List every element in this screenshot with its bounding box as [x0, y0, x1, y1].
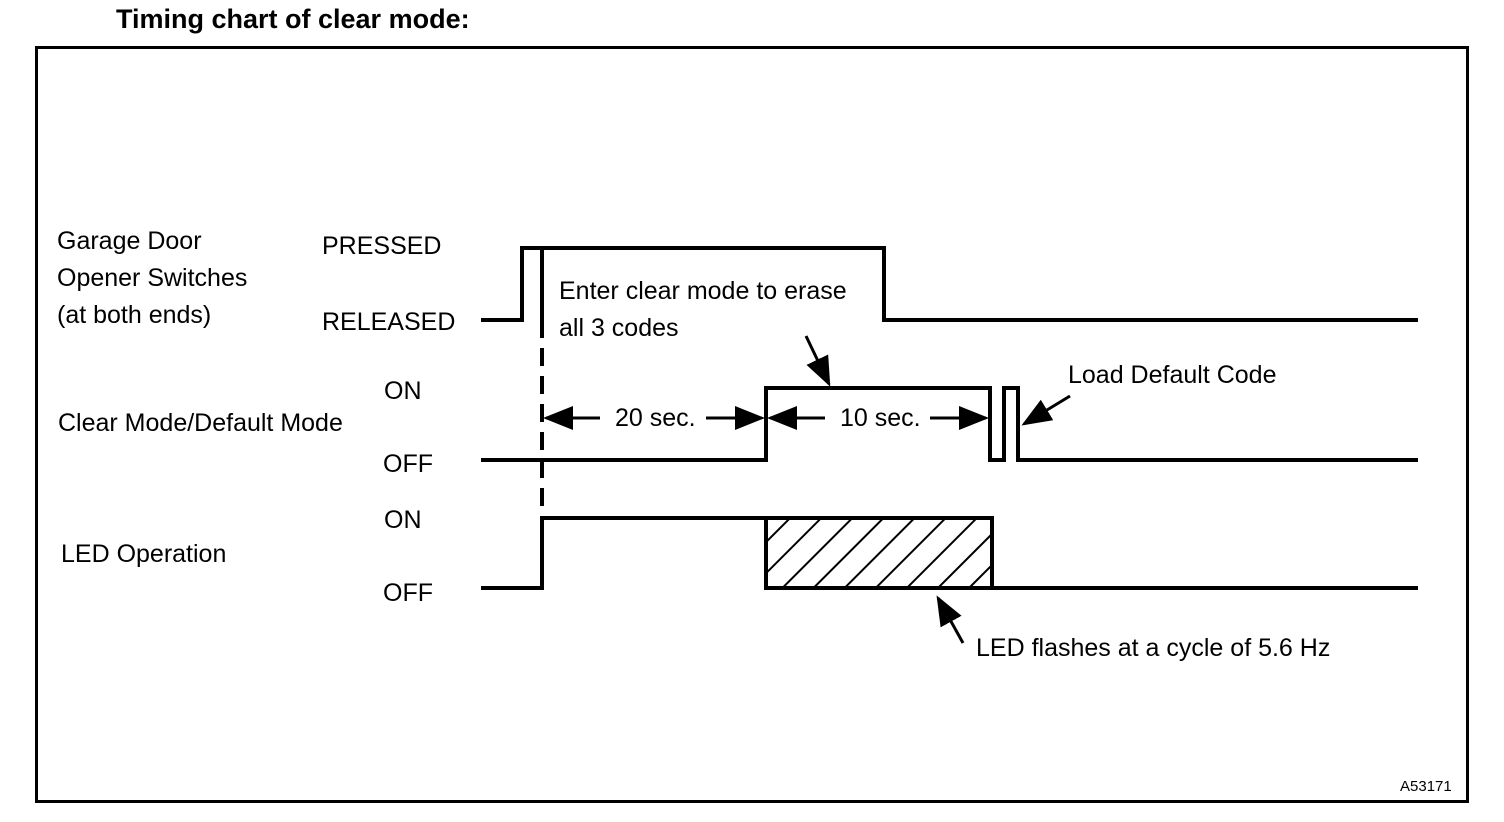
diagram-title: Timing chart of clear mode:: [116, 4, 470, 34]
duration-20-label: 20 sec.: [615, 404, 696, 432]
level-label-clear-on: ON: [384, 377, 422, 405]
diagram-frame: [35, 46, 1469, 803]
waveform-clear-mode: [481, 386, 1418, 462]
level-label-released: RELEASED: [322, 308, 455, 336]
signal-name-clear-mode: Clear Mode/Default Mode: [58, 409, 343, 437]
annotation-led-flash: LED flashes at a cycle of 5.6 Hz: [976, 634, 1330, 662]
level-label-pressed: PRESSED: [322, 232, 441, 260]
signal-name-garage-line2: Opener Switches: [57, 264, 247, 292]
annotation-enter-clear-line2: all 3 codes: [559, 314, 679, 342]
enter-clear-pointer-arrow: [804, 335, 831, 387]
led-flash-region: [764, 516, 994, 590]
signal-name-led: LED Operation: [61, 540, 226, 568]
annotation-enter-clear-line1: Enter clear mode to erase: [559, 277, 847, 305]
level-label-led-off: OFF: [383, 579, 433, 607]
signal-name-garage-line1: Garage Door: [57, 227, 202, 255]
level-label-clear-off: OFF: [383, 450, 433, 478]
level-label-led-on: ON: [384, 506, 422, 534]
annotation-load-default: Load Default Code: [1068, 361, 1276, 389]
signal-name-garage-line3: (at both ends): [57, 301, 211, 329]
duration-10-label: 10 sec.: [840, 404, 921, 432]
led-flash-pointer-arrow: [936, 595, 965, 644]
waveform-led: [481, 516, 1418, 590]
figure-id: A53171: [1400, 778, 1452, 795]
load-default-pointer-arrow: [1021, 394, 1071, 426]
waveform-garage-switches: [481, 246, 1418, 322]
